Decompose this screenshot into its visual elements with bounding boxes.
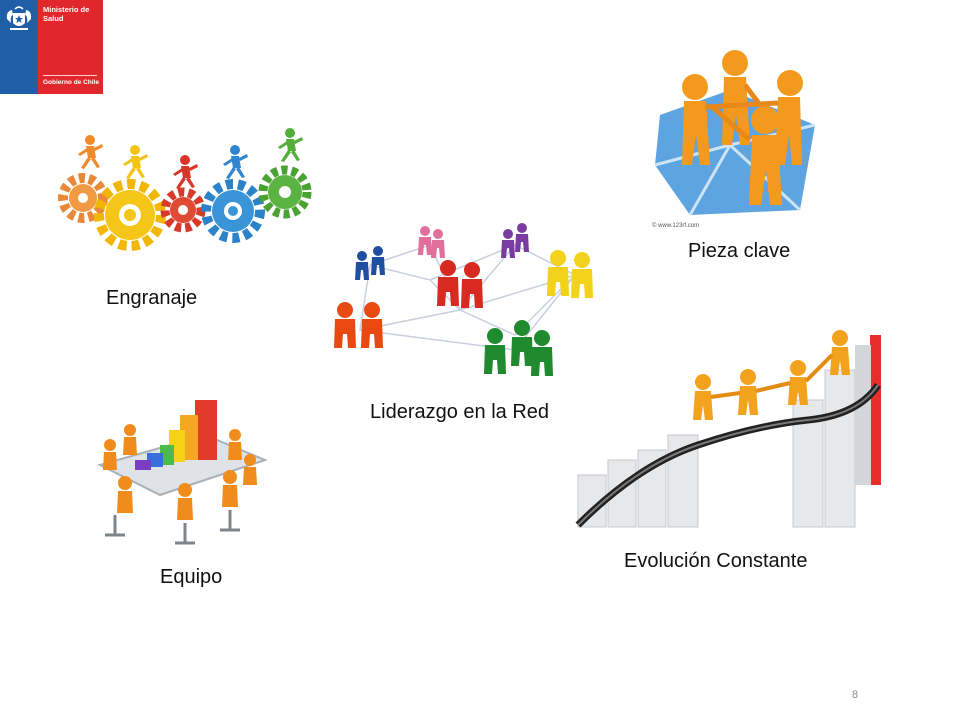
caption-equipo: Equipo bbox=[160, 566, 223, 588]
page-number: 8 bbox=[852, 689, 859, 701]
caption-pieza-clave: Pieza clave bbox=[688, 240, 791, 262]
team-meeting-illustration bbox=[97, 400, 268, 545]
logo-government: Gobierno de Chile bbox=[43, 79, 99, 86]
caption-liderazgo: Liderazgo en la Red bbox=[370, 401, 550, 423]
coat-of-arms-icon bbox=[6, 6, 32, 30]
logo-organization: Ministerio de Salud bbox=[43, 5, 90, 23]
gear-orange-icon bbox=[58, 173, 108, 223]
ministerio-logo: Ministerio de Salud Gobierno de Chile bbox=[0, 0, 103, 94]
logo-divider bbox=[43, 75, 97, 76]
gear-red-icon bbox=[160, 187, 206, 233]
evolution-illustration bbox=[575, 330, 881, 528]
caption-engranaje: Engranaje bbox=[106, 287, 198, 309]
puzzle-team-illustration: © www.123rf.com bbox=[652, 50, 816, 229]
gear-green-icon bbox=[258, 165, 312, 219]
gear-yellow-icon bbox=[94, 179, 166, 251]
puzzle-watermark: © www.123rf.com bbox=[652, 222, 699, 229]
gear-blue-icon bbox=[201, 179, 265, 243]
gears-illustration bbox=[58, 128, 312, 251]
caption-evolucion: Evolución Constante bbox=[624, 550, 808, 572]
network-illustration bbox=[334, 223, 593, 376]
logo-red-band bbox=[38, 0, 103, 94]
